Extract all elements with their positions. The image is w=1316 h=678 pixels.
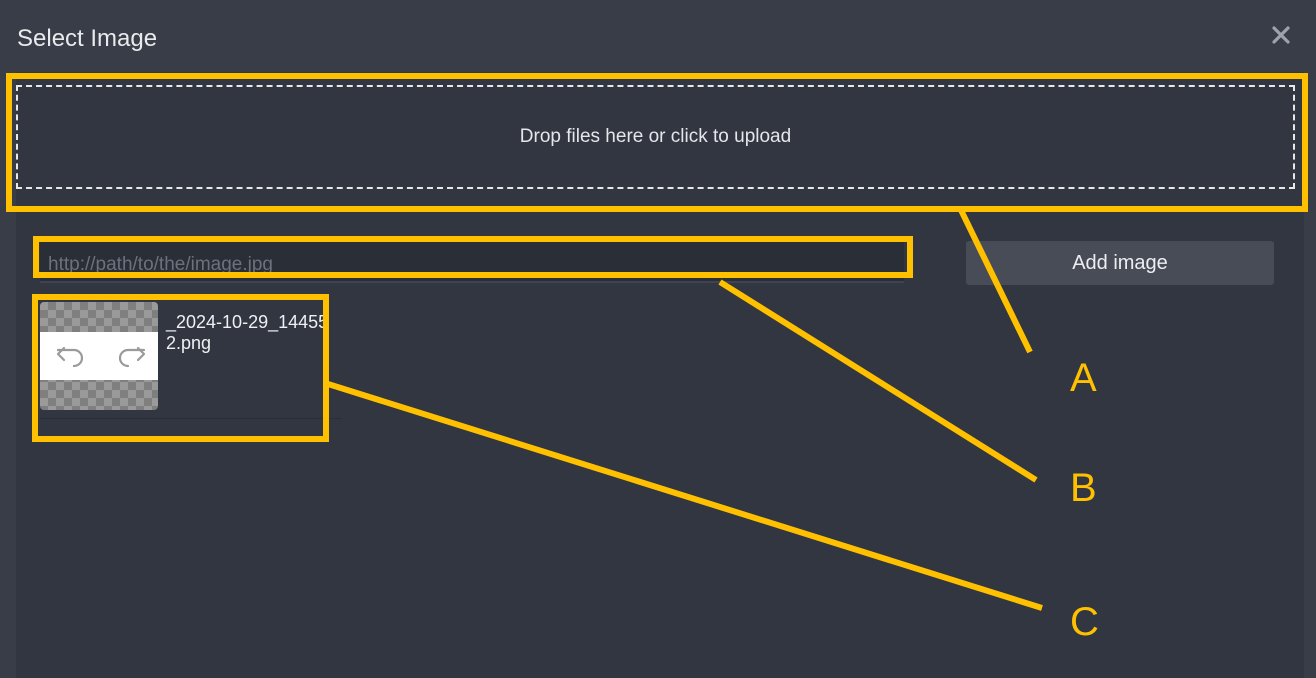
add-image-button[interactable]: Add image bbox=[966, 241, 1274, 285]
upload-dropzone[interactable]: Drop files here or click to upload bbox=[16, 85, 1295, 189]
asset-thumbnail bbox=[40, 302, 158, 410]
asset-item[interactable]: _2024-10-29_144552.png bbox=[40, 302, 342, 419]
image-url-input[interactable] bbox=[40, 241, 904, 283]
dialog-title: Select Image bbox=[17, 25, 158, 52]
close-icon bbox=[1272, 26, 1290, 44]
redo-arrow-icon bbox=[118, 346, 146, 368]
dialog-header: Select Image bbox=[0, 0, 1316, 72]
undo-arrow-icon bbox=[56, 346, 84, 368]
dropzone-label: Drop files here or click to upload bbox=[519, 126, 792, 147]
close-button[interactable] bbox=[1264, 18, 1298, 52]
asset-filename: _2024-10-29_144552.png bbox=[166, 312, 329, 353]
